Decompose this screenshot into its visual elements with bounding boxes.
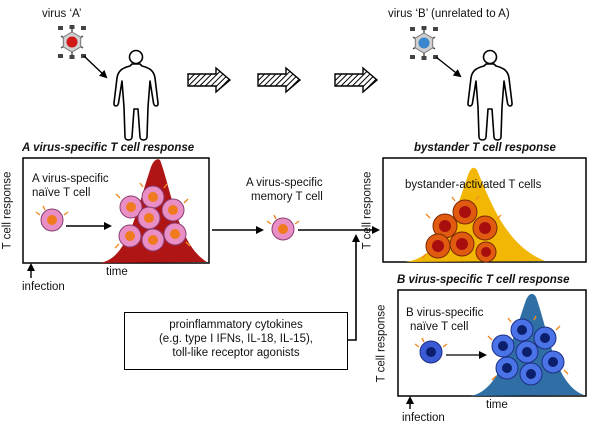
- panel-a-cell-label-1: A virus-specific: [32, 173, 109, 185]
- memory-t-cell-icon: [266, 214, 300, 241]
- virus-a-infection-arrow: [83, 55, 108, 79]
- panel-b-cell-label-1: B virus-specific: [406, 307, 484, 319]
- panel-a-cell-label-2: naïve T cell: [32, 187, 91, 199]
- expanded-a-t-cells-icon: [114, 182, 191, 252]
- virus-b-infection-arrow: [435, 56, 462, 78]
- virus-a-icon: [57, 24, 87, 60]
- person-a-icon: [113, 49, 159, 141]
- panel-a-y-label: T cell response: [1, 171, 14, 250]
- memory-label-1: A virus-specific: [246, 177, 323, 189]
- panel-a-title: A virus-specific T cell response: [22, 142, 195, 154]
- cytokines-line-2: (e.g. type I IFNs, IL-18, IL-15),: [158, 333, 314, 345]
- hatched-arrow-icon: [257, 67, 301, 93]
- bystander-title: bystander T cell response: [414, 142, 556, 154]
- expanded-b-t-cells-icon: [487, 315, 569, 386]
- panel-b-infection-label: infection: [402, 412, 445, 424]
- panel-a-infection-label: infection: [22, 281, 65, 293]
- person-b-icon: [467, 49, 513, 141]
- cytokines-line-3: toll-like receptor agonists: [172, 347, 300, 359]
- memory-label-2: memory T cell: [251, 191, 323, 203]
- panel-b-y-label: T cell response: [375, 304, 388, 383]
- panel-a-x-label: time: [106, 266, 128, 278]
- cytokine-connector-line: [347, 234, 360, 341]
- hatched-arrow-icon: [187, 67, 231, 93]
- panel-b-graph: [397, 289, 587, 409]
- virus-b-label: virus ‘B’ (unrelated to A): [388, 8, 510, 20]
- panel-b-x-label: time: [486, 399, 508, 411]
- bystander-graph: [382, 157, 587, 263]
- cytokines-box: proinflammatory cytokines (e.g. type I I…: [124, 312, 348, 370]
- hatched-arrow-icon: [334, 67, 378, 93]
- bystander-cells-label: bystander-activated T cells: [405, 179, 542, 191]
- naive-b-t-cell-icon: [414, 337, 448, 364]
- panel-a-graph: [22, 157, 210, 278]
- bystander-cells-icon: [421, 195, 502, 263]
- naive-a-t-cell-icon: [35, 205, 69, 232]
- panel-b-cell-label-2: naïve T cell: [410, 321, 469, 333]
- panel-b-title: B virus-specific T cell response: [397, 274, 570, 286]
- bystander-y-label: T cell response: [361, 171, 374, 250]
- virus-b-icon: [409, 25, 439, 61]
- cytokines-line-1: proinflammatory cytokines: [169, 319, 303, 331]
- virus-a-label: virus ‘A’: [42, 8, 82, 20]
